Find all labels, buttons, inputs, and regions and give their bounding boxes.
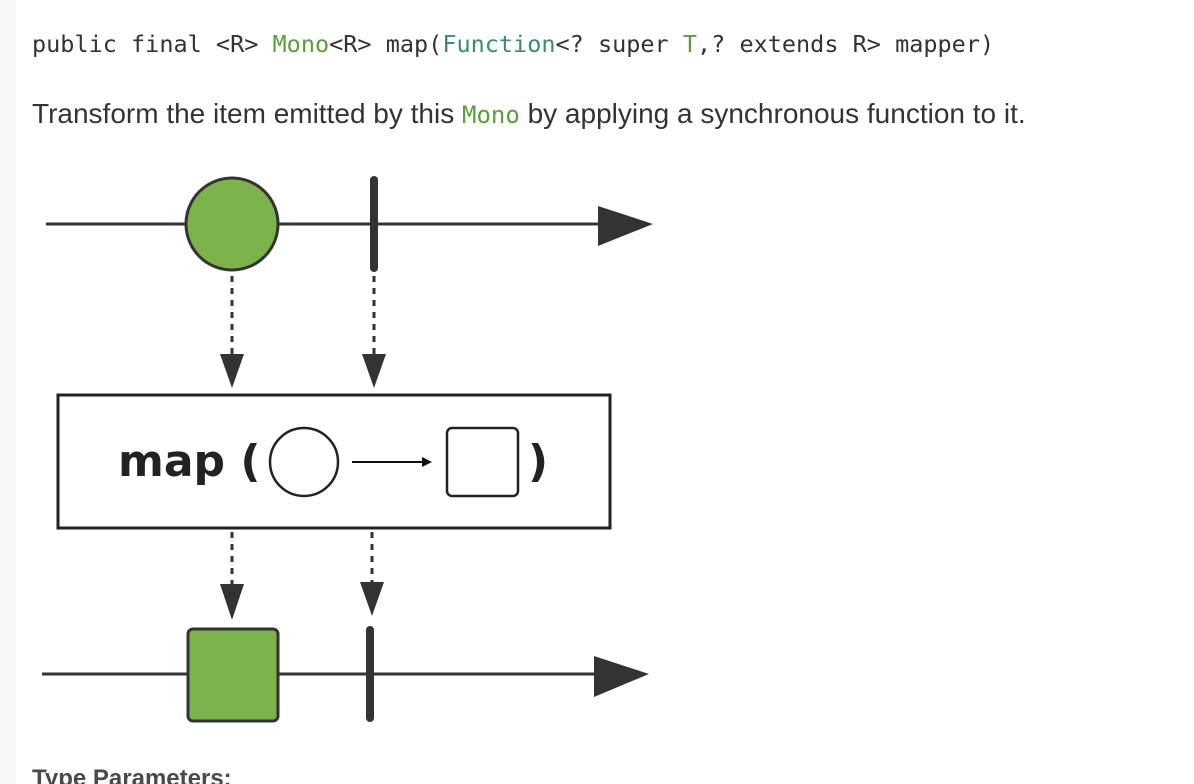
type-parameters-heading: Type Parameters: bbox=[32, 765, 232, 784]
input-arrows bbox=[220, 276, 386, 388]
description-after: by applying a synchronous function to it… bbox=[519, 98, 1026, 129]
result-timeline bbox=[42, 626, 649, 723]
mono-description-link[interactable]: Mono bbox=[462, 101, 520, 129]
signature-prefix: public final <R> bbox=[32, 30, 273, 58]
marble-diagram: map ( ) bbox=[42, 176, 653, 723]
result-item-square bbox=[186, 627, 280, 723]
input-shape-circle-icon bbox=[268, 426, 340, 498]
source-item-circle bbox=[184, 176, 280, 272]
output-shape-square-icon bbox=[445, 426, 520, 498]
map-operator-box: map ( ) bbox=[56, 393, 612, 530]
operator-close-paren: ) bbox=[528, 436, 548, 487]
method-signature: public final <R> Mono<R> map(Function<? … bbox=[32, 30, 994, 58]
mono-type-link[interactable]: Mono bbox=[272, 30, 330, 58]
signature-middle: <R> map( bbox=[329, 30, 443, 58]
javadoc-page: public final <R> Mono<R> map(Function<? … bbox=[16, 0, 1194, 784]
signature-generic-open: <? super bbox=[555, 30, 683, 58]
signature-generic-rest: ,? extends R> mapper) bbox=[697, 30, 995, 58]
type-variable-t: T bbox=[682, 30, 697, 58]
function-type-link[interactable]: Function bbox=[442, 30, 556, 58]
item-input-arrowhead bbox=[220, 354, 244, 388]
description-before: Transform the item emitted by this bbox=[32, 98, 462, 129]
source-timeline bbox=[46, 176, 653, 272]
source-timeline-arrowhead bbox=[598, 206, 653, 246]
completion-input-arrowhead bbox=[362, 354, 386, 388]
output-arrows bbox=[220, 532, 384, 620]
completion-output-arrowhead bbox=[360, 582, 384, 616]
method-description: Transform the item emitted by this Mono … bbox=[32, 98, 1026, 130]
item-output-arrowhead bbox=[220, 584, 244, 620]
operator-label: map ( bbox=[118, 436, 260, 487]
result-timeline-arrowhead bbox=[594, 656, 649, 697]
